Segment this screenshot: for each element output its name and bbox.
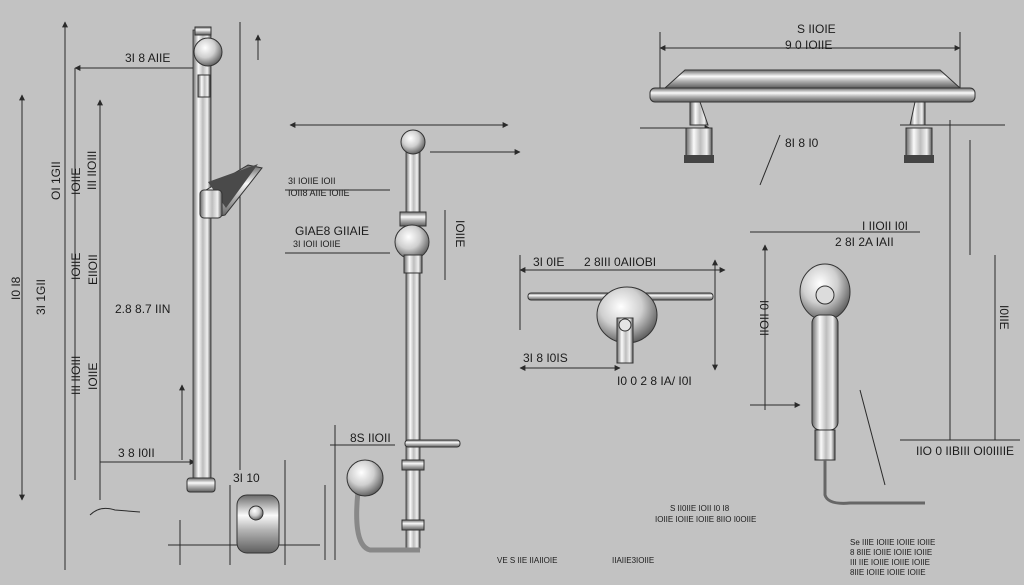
label-mid-arm-2: 3I IOII IOIIE	[293, 239, 341, 249]
label-bar1-left-v2: IOIIE	[69, 168, 83, 195]
label-bar-assembly-1: 3I 0IE	[533, 255, 564, 269]
label-bar-assembly-4: I0 0 2 8 IA/ I0I	[617, 374, 692, 388]
middle-shower	[285, 122, 521, 560]
label-bar1-left-v3: III IIOIII	[85, 151, 99, 190]
label-bar1-left-v5: EIIOII	[86, 254, 100, 285]
shower-head-left	[199, 164, 263, 219]
wall-valve-left	[89, 494, 280, 554]
label-bar1-top: 3I 8 AIIE	[125, 51, 170, 65]
shower-rail-left	[19, 21, 326, 570]
label-mid-arm-1: GIAE8 GIIAIE	[295, 224, 369, 238]
label-corner-1: Se IIIE IOIIE IOIIE IOIIE	[850, 538, 935, 547]
label-bar-assembly-3: 3I 8 I0IS	[523, 351, 568, 365]
label-corner-2: 8 8IIE IOIIE IOIIE IOIIE	[850, 548, 932, 557]
middle-rail	[346, 129, 461, 553]
label-bottom-left-1: VE S IIE IIAIIOIE	[497, 556, 557, 565]
label-right-top: 8I 8 I0	[785, 136, 819, 150]
label-far-left-v2: 3I 1GII	[34, 279, 48, 315]
label-corner-4: 8IIE IOIIE IOIIE IOIIE	[850, 568, 926, 577]
labels: S IIOIE 9 0 IOIIE 3I 8 AIIE OI 1GII IOII…	[9, 22, 1014, 577]
label-right-mid-2: 2 8I 2A IAII	[835, 235, 894, 249]
label-mid-shower-1: 3I IOIIE IOII	[288, 176, 336, 186]
label-mid-shower-2: IOII8 AIIE IOIIE	[288, 188, 350, 198]
bar-assembly	[519, 255, 726, 371]
label-mid-left: 2.8 8.7 IIN	[115, 302, 170, 316]
label-corner-3: III IIE IOIIE IOIIE IOIIE	[850, 558, 930, 567]
label-bottom-center-1: S II0IIE IOII I0 I8	[670, 504, 730, 513]
label-top-center-2: 9 0 IOIIE	[785, 38, 832, 52]
label-lower-mid: 8S IIOII	[350, 431, 391, 445]
label-far-left-v1: I0 I8	[9, 276, 23, 300]
label-bar1-left-v6: III IIOIII	[69, 356, 83, 395]
label-mid-v: IOIIE	[453, 220, 467, 247]
label-bottom-mid: 3I 10	[233, 471, 260, 485]
overhead-shower-bar	[649, 69, 976, 163]
label-right-v1: I0 IIOII	[757, 300, 771, 336]
label-bottom-left-2: IIAIIE3IOIIE	[612, 556, 654, 565]
label-lower-left: 3 8 I0II	[118, 446, 155, 460]
label-top-center-1: S IIOIE	[797, 22, 836, 36]
hand-shower-right	[799, 263, 925, 505]
rail-pipe	[186, 26, 223, 493]
bar-assembly-parts	[527, 286, 714, 364]
label-bar1-left-v7: IOIIE	[86, 363, 100, 390]
label-bar1-left-v4: IOIIE	[69, 253, 83, 280]
label-right-v2: I0IIE	[997, 305, 1011, 330]
label-right-lower: IIO 0 IIBIII OI0IIIIE	[916, 444, 1014, 458]
label-bottom-center-2: IOIIE IOIIE IOIIE 8IIO I0OIIE	[655, 515, 756, 524]
label-bar-assembly-2: 2 8III 0AIIOBI	[584, 255, 656, 269]
label-right-mid-1: I IIOII I0I	[862, 219, 908, 233]
label-bar1-left-v1: OI 1GII	[49, 161, 63, 200]
